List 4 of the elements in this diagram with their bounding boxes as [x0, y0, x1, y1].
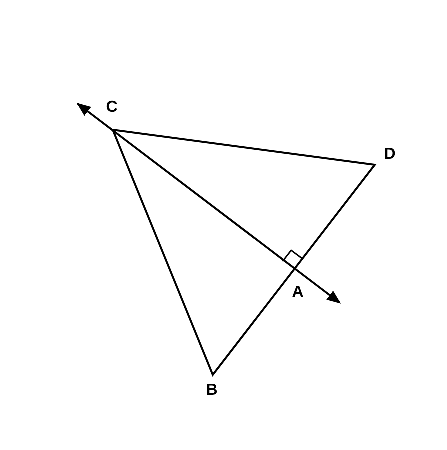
vertex-label: C — [106, 100, 118, 116]
vertex-label: A — [292, 285, 304, 301]
vertex-label: B — [206, 383, 218, 399]
vertex-label: D — [384, 147, 396, 163]
